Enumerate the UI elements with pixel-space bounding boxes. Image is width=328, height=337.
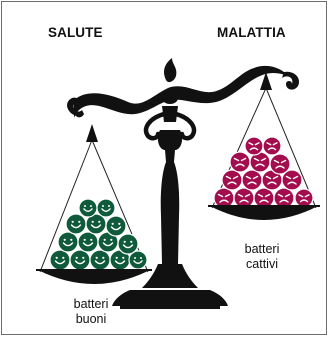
happy-bacterium-icon [66,214,86,234]
left-hanger [86,124,98,142]
angry-bacterium-icon [295,189,313,207]
bad-bacteria-cluster [214,137,313,208]
bad-caption-line2: cattivi [226,257,298,272]
angry-bacterium-icon [230,152,250,172]
left-pan [36,270,152,284]
happy-bacterium-icon [70,250,90,270]
happy-bacterium-icon [78,232,98,252]
angry-bacterium-icon [263,137,281,155]
angry-bacterium-icon [270,154,290,174]
angry-bacterium-icon [242,170,262,190]
salute-title: SALUTE [48,25,103,40]
happy-bacterium-icon [90,250,110,270]
angry-bacterium-icon [245,137,263,155]
good-caption-line2: buoni [52,312,130,327]
happy-bacterium-icon [106,216,126,236]
bad-bacteria-caption: batteri cattivi [226,242,298,272]
bad-caption-line1: batteri [226,242,298,257]
good-bacteria-caption: batteri buoni [52,297,130,327]
angry-bacterium-icon [222,170,242,190]
happy-bacterium-icon [118,234,138,254]
malattia-title: MALATTIA [217,25,286,40]
happy-bacterium-icon [97,199,115,217]
good-caption-line1: batteri [52,297,130,312]
happy-bacterium-icon [58,232,78,252]
balance-scale [2,2,326,334]
right-pan [208,206,320,220]
scale-stand [112,106,228,309]
happy-bacterium-icon [79,199,97,217]
happy-bacterium-icon [50,250,70,270]
